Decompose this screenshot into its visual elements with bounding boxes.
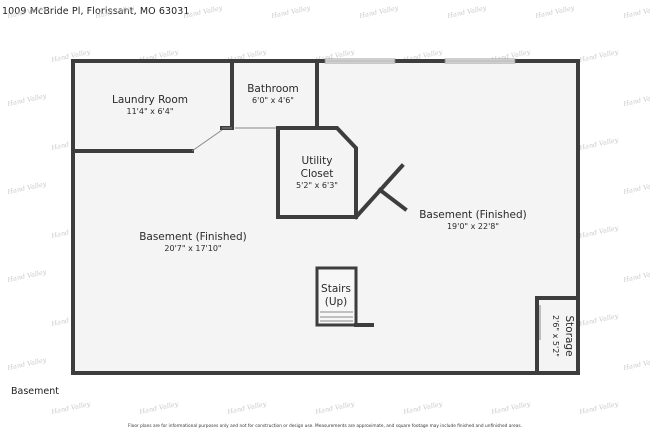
watermark-mark: Hand Valley <box>358 4 400 20</box>
watermark-mark: Hand Valley <box>226 400 268 416</box>
windows <box>324 58 516 64</box>
watermark-mark: Hand Valley <box>138 400 180 416</box>
watermark-mark: Hand Valley <box>6 180 48 196</box>
watermark-mark: Hand Valley <box>270 4 312 20</box>
basement-right-dims: 19'0" x 22'8" <box>447 222 499 231</box>
watermark-mark: Hand Valley <box>6 4 48 20</box>
watermark-mark: Hand Valley <box>94 4 136 20</box>
property-address: 1009 McBride Pl, Florissant, MO 63031 <box>2 6 190 17</box>
watermark-mark: Hand Valley <box>578 224 620 240</box>
bathroom-name: Bathroom <box>247 83 299 95</box>
laundry-room-dims: 11'4" x 6'4" <box>126 107 173 116</box>
storage-label-group: Storage <box>563 315 575 356</box>
storage-dims: 2'6" x 5'2" <box>551 315 560 357</box>
outer-walls <box>71 59 580 375</box>
storage-dims-group: 2'6" x 5'2" <box>551 315 560 357</box>
bathroom-dims: 6'0" x 4'6" <box>252 96 294 105</box>
watermark-mark: Hand Valley <box>446 4 488 20</box>
watermark-mark: Hand Valley <box>622 92 650 108</box>
bathroom-walls <box>235 59 319 130</box>
floor-level-label: Basement <box>11 386 59 397</box>
watermark-mark: Hand Valley <box>534 4 576 20</box>
watermark-mark: Hand Valley <box>50 400 92 416</box>
stairs-outline <box>315 266 374 327</box>
laundry-room-name: Laundry Room <box>112 94 188 106</box>
utility-closet-name-line2: Closet <box>301 168 334 180</box>
watermark-mark: Hand Valley <box>402 400 444 416</box>
watermark-mark: Hand Valley <box>578 400 620 416</box>
watermark-mark: Hand Valley <box>622 4 650 20</box>
watermark-mark: Hand Valley <box>622 268 650 284</box>
basement-left-name: Basement (Finished) <box>139 231 247 243</box>
watermark-mark: Hand Valley <box>622 180 650 196</box>
watermark-mark: Hand Valley <box>6 92 48 108</box>
basement-left-dims: 20'7" x 17'10" <box>164 244 221 253</box>
utility-closet-dims: 5'2" x 6'3" <box>296 181 338 190</box>
watermark-mark: Hand Valley <box>578 312 620 328</box>
watermark-mark: Hand Valley <box>578 48 620 64</box>
watermark-mark: Hand Valley <box>314 400 356 416</box>
storage-name: Storage <box>563 315 575 356</box>
watermark-mark: Hand Valley <box>6 268 48 284</box>
utility-closet-walls <box>276 126 408 220</box>
basement-right-name: Basement (Finished) <box>419 209 527 221</box>
disclaimer-text: Floor plans are for informational purpos… <box>128 424 522 429</box>
watermark-mark: Hand Valley <box>182 4 224 20</box>
watermark-mark: Hand Valley <box>578 136 620 152</box>
watermark-mark: Hand Valley <box>6 356 48 372</box>
watermark-mark: Hand Valley <box>490 400 532 416</box>
utility-closet-name-line1: Utility <box>302 155 333 167</box>
stairs-name-line1: Stairs <box>321 283 351 295</box>
stairs-name-line2: (Up) <box>325 296 348 308</box>
laundry-room-walls <box>71 59 234 153</box>
watermark-mark: Hand Valley <box>622 356 650 372</box>
storage-walls <box>535 296 580 375</box>
